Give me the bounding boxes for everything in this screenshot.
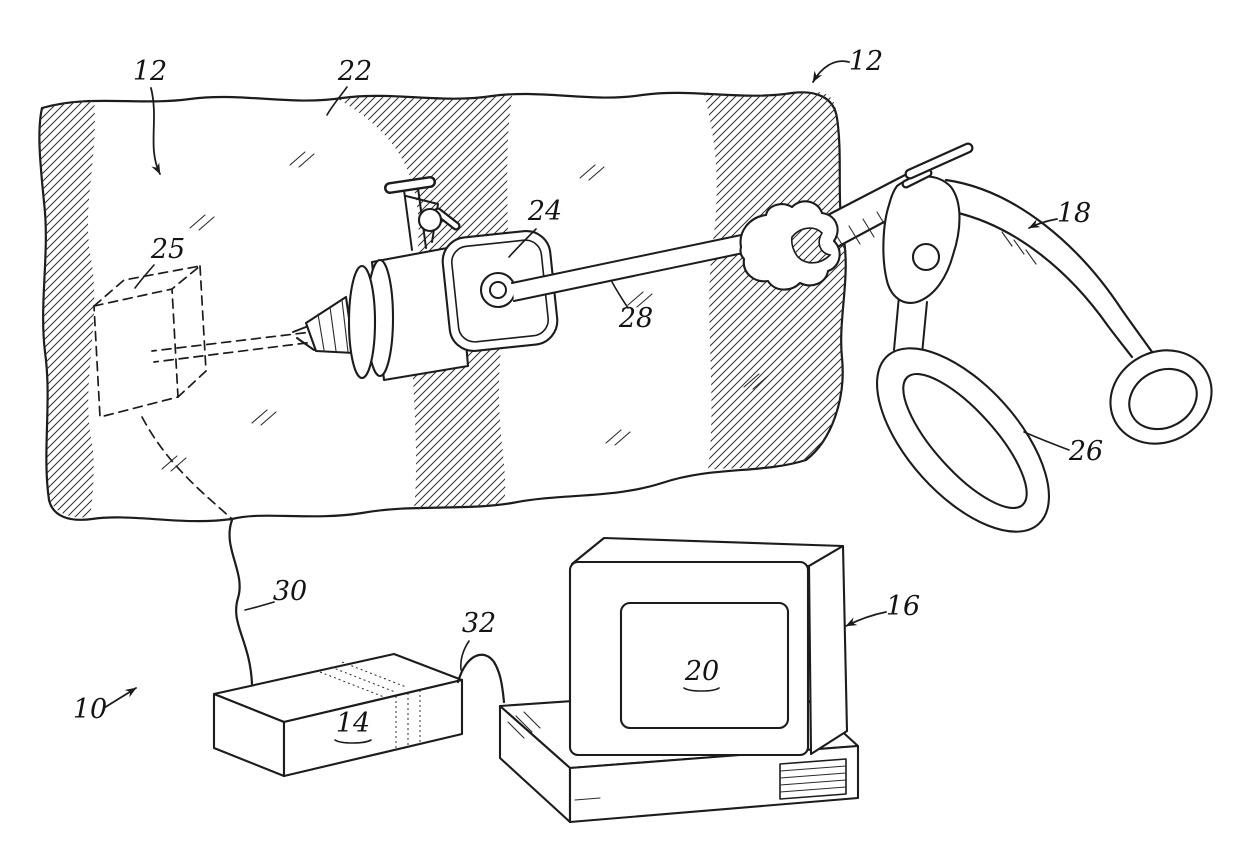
ref-label-10: 10 [73, 694, 107, 725]
ref-label-25: 25 [150, 234, 185, 265]
ref-arrow-12-left [150, 87, 161, 175]
aim-line-lower [153, 340, 323, 363]
interface-box [212, 652, 464, 778]
cable-30 [228, 518, 254, 686]
ref-leader-32 [460, 640, 470, 671]
cocking-pin [901, 142, 974, 189]
ref-label-22: 22 [337, 56, 372, 87]
ref-leader-24 [508, 228, 537, 258]
ref-label-14-underline [334, 739, 372, 744]
ref-label-28: 28 [618, 303, 653, 334]
handle-instrument [739, 142, 1213, 533]
device-head [441, 229, 559, 353]
finger-ring [1109, 349, 1213, 445]
ref-arrow-12-right [812, 60, 850, 83]
ref-label-24: 24 [527, 196, 562, 227]
monitor [568, 536, 849, 757]
ref-label-18: 18 [1057, 198, 1091, 229]
instrument-shaft [511, 233, 749, 302]
ref-leader-30 [244, 601, 275, 611]
reference-labels: 12 22 12 18 24 25 28 26 30 32 10 16 14 2… [73, 46, 1103, 744]
ref-label-26: 26 [1068, 436, 1103, 467]
ref-label-12-right: 12 [849, 46, 883, 77]
biopsy-device [292, 176, 559, 382]
cable-32 [456, 653, 506, 704]
ref-label-20-underline [683, 687, 720, 692]
ref-arrow-10 [103, 687, 137, 709]
ref-label-20: 20 [684, 656, 719, 687]
device-top-clamp [384, 176, 461, 251]
computer [498, 536, 860, 824]
target-region-box [93, 264, 323, 519]
ref-leader-28 [611, 281, 629, 309]
grip-loop [875, 295, 1051, 533]
box-texture [319, 661, 421, 748]
ref-label-32: 32 [462, 608, 496, 639]
handle-pivot [882, 175, 961, 304]
ref-label-12-left: 12 [133, 56, 167, 87]
shaft-hub [739, 200, 841, 291]
ref-leader-22 [326, 86, 348, 116]
ref-leader-25 [134, 264, 155, 289]
aim-line-upper [151, 330, 321, 352]
ref-arrow-16 [845, 611, 887, 627]
hidden-lead-path [141, 416, 232, 519]
ref-label-14: 14 [336, 708, 370, 739]
ref-leader-26 [1023, 431, 1070, 451]
ref-arrow-18 [1028, 218, 1058, 229]
monitor-screen [619, 601, 790, 730]
ref-label-30: 30 [273, 576, 307, 607]
vent-grille [779, 758, 847, 800]
ref-label-16: 16 [886, 591, 920, 622]
